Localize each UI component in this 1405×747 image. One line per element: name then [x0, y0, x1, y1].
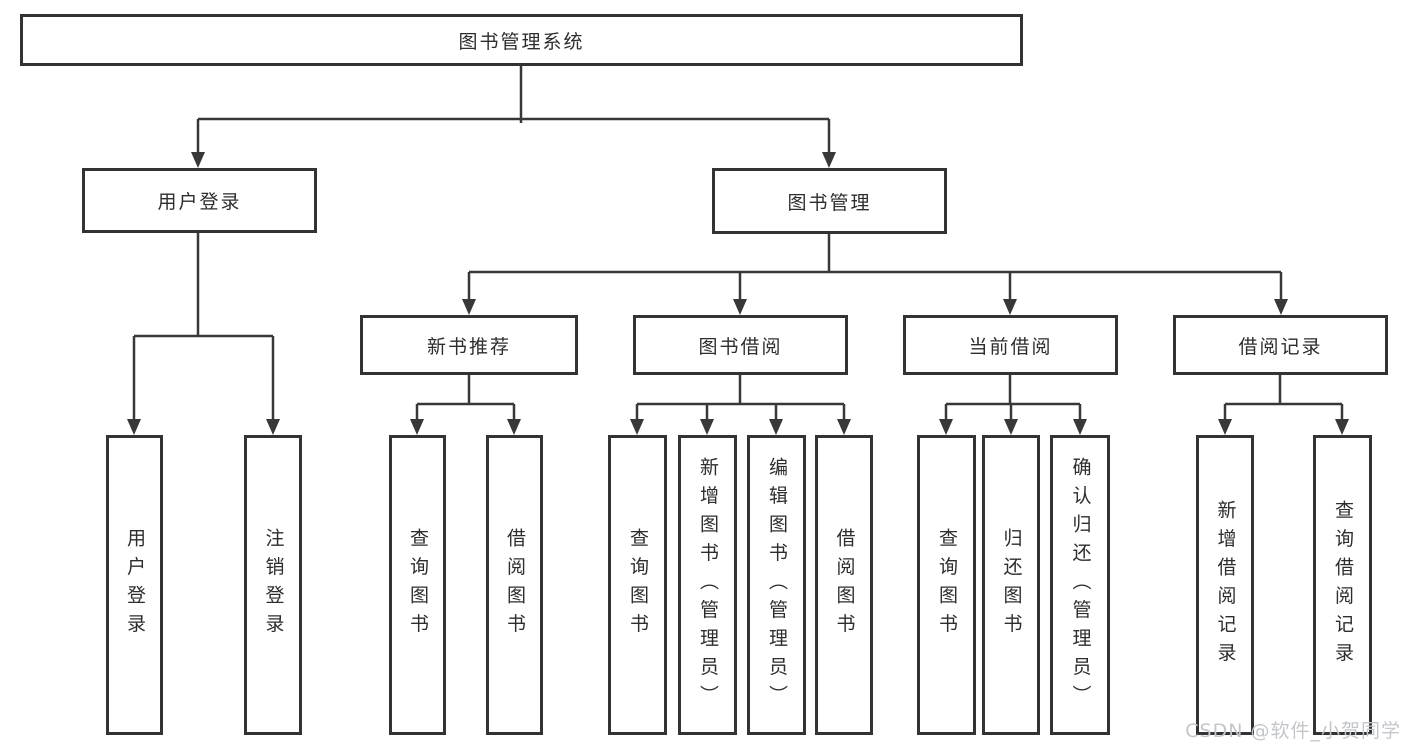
leaf-query-books-borrowing: 查询图书	[608, 435, 667, 735]
leaf-confirm-return-admin: 确认归还（管理员）	[1050, 435, 1110, 735]
arrowhead-icons	[127, 152, 1349, 435]
node-new-book-recommend: 新书推荐	[360, 315, 578, 375]
leaf-user-login: 用户登录	[106, 435, 163, 735]
node-current-borrowing: 当前借阅	[903, 315, 1118, 375]
leaf-add-borrow-record: 新增借阅记录	[1196, 435, 1254, 735]
csdn-watermark: CSDN @软件_小贺同学	[1185, 720, 1401, 742]
leaf-logout: 注销登录	[244, 435, 302, 735]
node-book-borrowing: 图书借阅	[633, 315, 848, 375]
leaf-add-book-admin: 新增图书（管理员）	[678, 435, 737, 735]
leaf-query-books-current: 查询图书	[917, 435, 976, 735]
node-book-management: 图书管理	[712, 168, 947, 234]
leaf-return-books: 归还图书	[982, 435, 1040, 735]
node-library-system: 图书管理系统	[20, 14, 1023, 66]
leaf-edit-book-admin: 编辑图书（管理员）	[747, 435, 806, 735]
leaf-borrow-books-borrowing: 借阅图书	[815, 435, 873, 735]
node-user-login: 用户登录	[82, 168, 317, 233]
leaf-query-borrow-record: 查询借阅记录	[1313, 435, 1372, 735]
leaf-borrow-books-recommend: 借阅图书	[486, 435, 543, 735]
leaf-query-books-recommend: 查询图书	[389, 435, 446, 735]
node-borrowing-records: 借阅记录	[1173, 315, 1388, 375]
